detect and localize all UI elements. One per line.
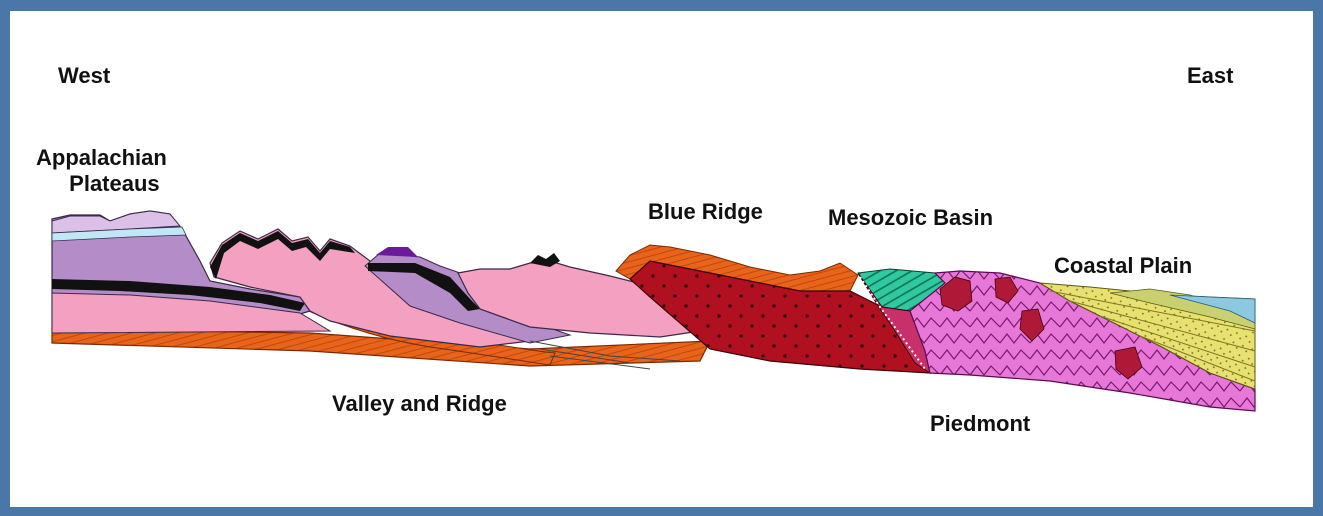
east-label: East [1187, 63, 1233, 89]
appalachian-plateaus-label: Appalachian Plateaus [36, 145, 167, 197]
blue-ridge-label: Blue Ridge [648, 199, 763, 225]
appalachian-plateaus-line2: Plateaus [36, 171, 167, 197]
appalachian-plateaus-line1: Appalachian [36, 145, 167, 171]
west-label: West [58, 63, 110, 89]
coastal-plain-label: Coastal Plain [1054, 253, 1192, 279]
valley-and-ridge-label: Valley and Ridge [332, 391, 507, 417]
mesozoic-basin-label: Mesozoic Basin [828, 205, 993, 231]
piedmont-label: Piedmont [930, 411, 1030, 437]
diagram-frame: West East Appalachian Plateaus Valley an… [10, 11, 1313, 507]
